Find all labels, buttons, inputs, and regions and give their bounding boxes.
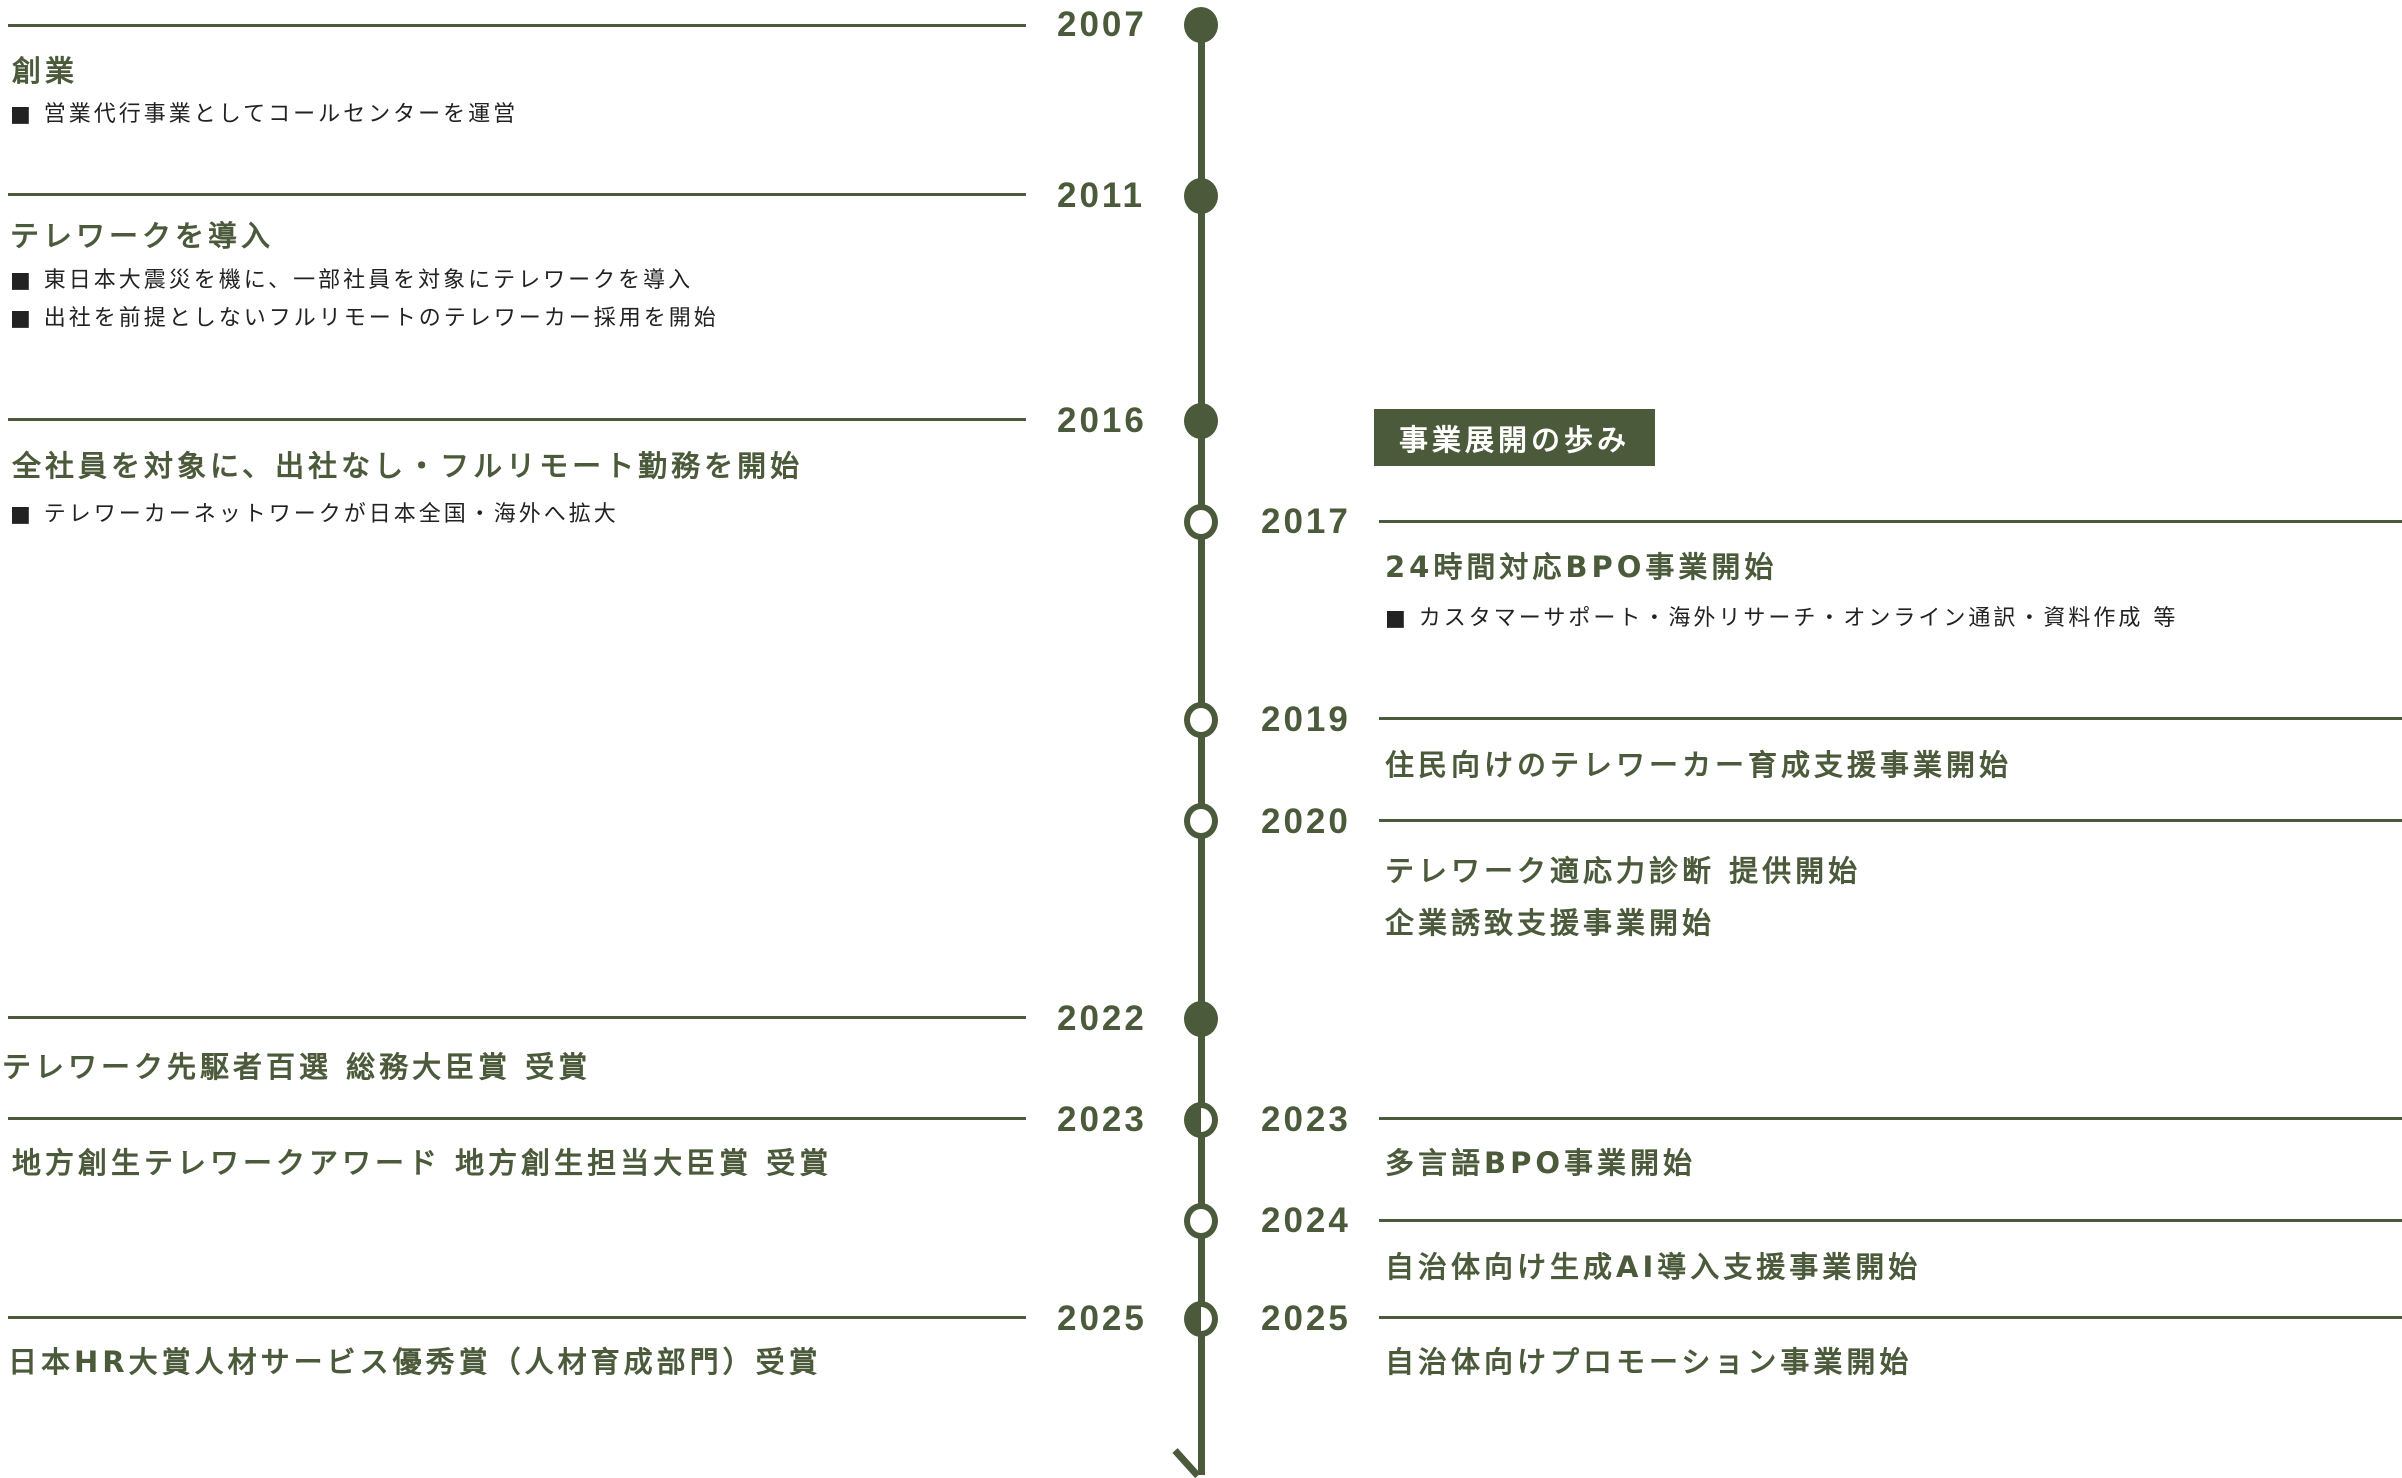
milestone-dot-2019 <box>1184 702 1218 738</box>
divider <box>1379 1219 2402 1222</box>
divider <box>8 24 1026 27</box>
milestone-dot-2017 <box>1184 504 1218 540</box>
divider <box>8 1117 1026 1120</box>
event-title: テレワーク先駆者百選 総務大臣賞 受賞 <box>2 1050 592 1084</box>
divider <box>1379 520 2402 523</box>
year-label: 2023 <box>1057 1100 1147 1139</box>
divider <box>1379 819 2402 822</box>
divider <box>8 1016 1026 1019</box>
divider <box>8 1316 1026 1319</box>
year-label: 2017 <box>1261 502 1351 541</box>
event-title: 多言語BPO事業開始 <box>1385 1146 1697 1180</box>
divider <box>1379 1117 2402 1120</box>
divider <box>8 193 1026 196</box>
milestone-dot-2025 <box>1184 1301 1218 1337</box>
divider <box>1379 717 2402 720</box>
event-bullet: ■ カスタマーサポート・海外リサーチ・オンライン通訳・資料作成 等 <box>1385 606 2179 631</box>
milestone-dot-2007 <box>1184 7 1218 43</box>
event-bullet: ■ 出社を前提としないフルリモートのテレワーカー採用を開始 <box>10 306 719 331</box>
timeline-axis <box>1198 25 1205 1475</box>
event-title: 全社員を対象に、出社なし・フルリモート勤務を開始 <box>12 449 804 483</box>
event-title: テレワーク適応力診断 提供開始 <box>1385 854 1862 888</box>
divider <box>8 418 1026 421</box>
year-label: 2016 <box>1057 401 1147 440</box>
year-label: 2022 <box>1057 999 1147 1038</box>
event-bullet: ■ 営業代行事業としてコールセンターを運営 <box>10 102 519 127</box>
event-title: 自治体向けプロモーション事業開始 <box>1385 1345 1913 1379</box>
milestone-dot-2020 <box>1184 803 1218 839</box>
event-bullet: ■ 東日本大震災を機に、一部社員を対象にテレワークを導入 <box>10 268 694 293</box>
event-title: 日本HR大賞人材サービス優秀賞（人材育成部門）受賞 <box>8 1345 822 1379</box>
year-label: 2011 <box>1057 176 1145 215</box>
year-label: 2025 <box>1261 1299 1351 1338</box>
timeline-arrow-icon <box>1172 1448 1201 1478</box>
year-label: 2024 <box>1261 1201 1351 1240</box>
year-label: 2023 <box>1261 1100 1351 1139</box>
milestone-dot-2011 <box>1184 178 1218 214</box>
milestone-dot-2022 <box>1184 1001 1218 1037</box>
event-title: 住民向けのテレワーカー育成支援事業開始 <box>1385 748 2013 782</box>
event-title: 創業 <box>12 54 79 88</box>
event-title: 地方創生テレワークアワード 地方創生担当大臣賞 受賞 <box>12 1146 833 1180</box>
year-label: 2007 <box>1057 5 1147 44</box>
milestone-dot-2024 <box>1184 1203 1218 1239</box>
milestone-dot-2016 <box>1184 403 1218 439</box>
event-title: 企業誘致支援事業開始 <box>1385 906 1716 940</box>
event-title: 24時間対応BPO事業開始 <box>1385 550 1778 584</box>
year-label: 2025 <box>1057 1299 1147 1338</box>
divider <box>1379 1316 2402 1319</box>
milestone-dot-2023 <box>1184 1102 1218 1138</box>
event-title: テレワークを導入 <box>10 219 275 253</box>
year-label: 2020 <box>1261 802 1351 841</box>
year-label: 2019 <box>1261 700 1351 739</box>
event-title: 自治体向け生成AI導入支援事業開始 <box>1385 1250 1922 1284</box>
section-badge: 事業展開の歩み <box>1374 409 1655 466</box>
event-bullet: ■ テレワーカーネットワークが日本全国・海外へ拡大 <box>10 502 619 527</box>
